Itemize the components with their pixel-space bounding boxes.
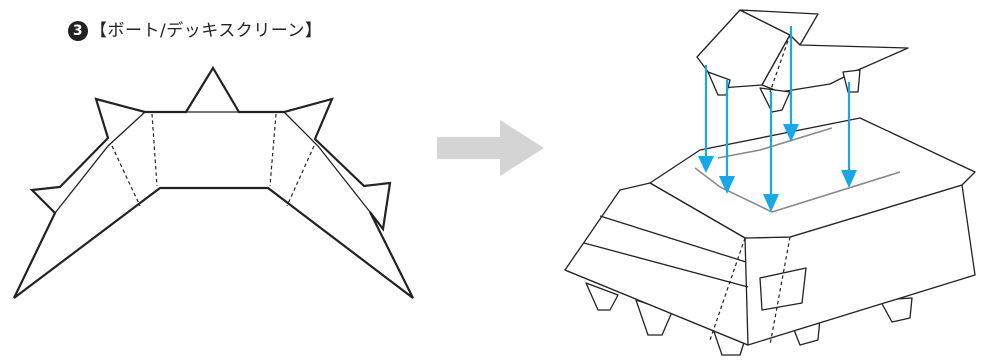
- boat-side-panel: [759, 267, 807, 311]
- placement-arrows: [698, 26, 857, 212]
- right-arrow-icon: [437, 120, 544, 176]
- deck-screen-part: [696, 9, 909, 113]
- placement-guide-line-back: [717, 127, 833, 159]
- down-arrow-icon: [783, 26, 799, 142]
- boat-leg-1: [585, 282, 619, 311]
- fold-line-right-outer: [286, 145, 315, 207]
- boat-fold-line-1: [709, 237, 746, 341]
- deck-screen-tab-3: [842, 69, 861, 93]
- step-caption: 3【ボート/デッキスクリーン】: [68, 16, 322, 41]
- fold-line-right-inner: [269, 113, 277, 187]
- flat-screen-crease-right: [283, 111, 371, 213]
- fold-line-left-outer: [111, 145, 141, 207]
- boat-front-rib-2: [599, 215, 747, 263]
- boat-front-slope: [564, 182, 749, 346]
- down-arrow-icon: [698, 65, 714, 173]
- deck-screen-tab-2: [759, 87, 791, 113]
- boat-body: [564, 117, 976, 356]
- flat-screen-part: [13, 65, 414, 299]
- flat-screen-outline: [13, 65, 414, 299]
- down-arrow-icon: [763, 92, 779, 212]
- boat-fold-line-2: [769, 236, 791, 346]
- fold-line-left-inner: [151, 113, 158, 187]
- step-number-badge: 3: [68, 21, 88, 41]
- flat-screen-crease-left: [54, 111, 146, 214]
- boat-front-rib-1: [583, 242, 749, 288]
- placement-guide-line: [694, 167, 901, 213]
- down-arrow-icon: [841, 82, 857, 188]
- down-arrow-icon: [719, 80, 735, 194]
- boat-leg-5: [879, 297, 913, 323]
- step-title: 【ボート/デッキスクリーン】: [90, 21, 323, 41]
